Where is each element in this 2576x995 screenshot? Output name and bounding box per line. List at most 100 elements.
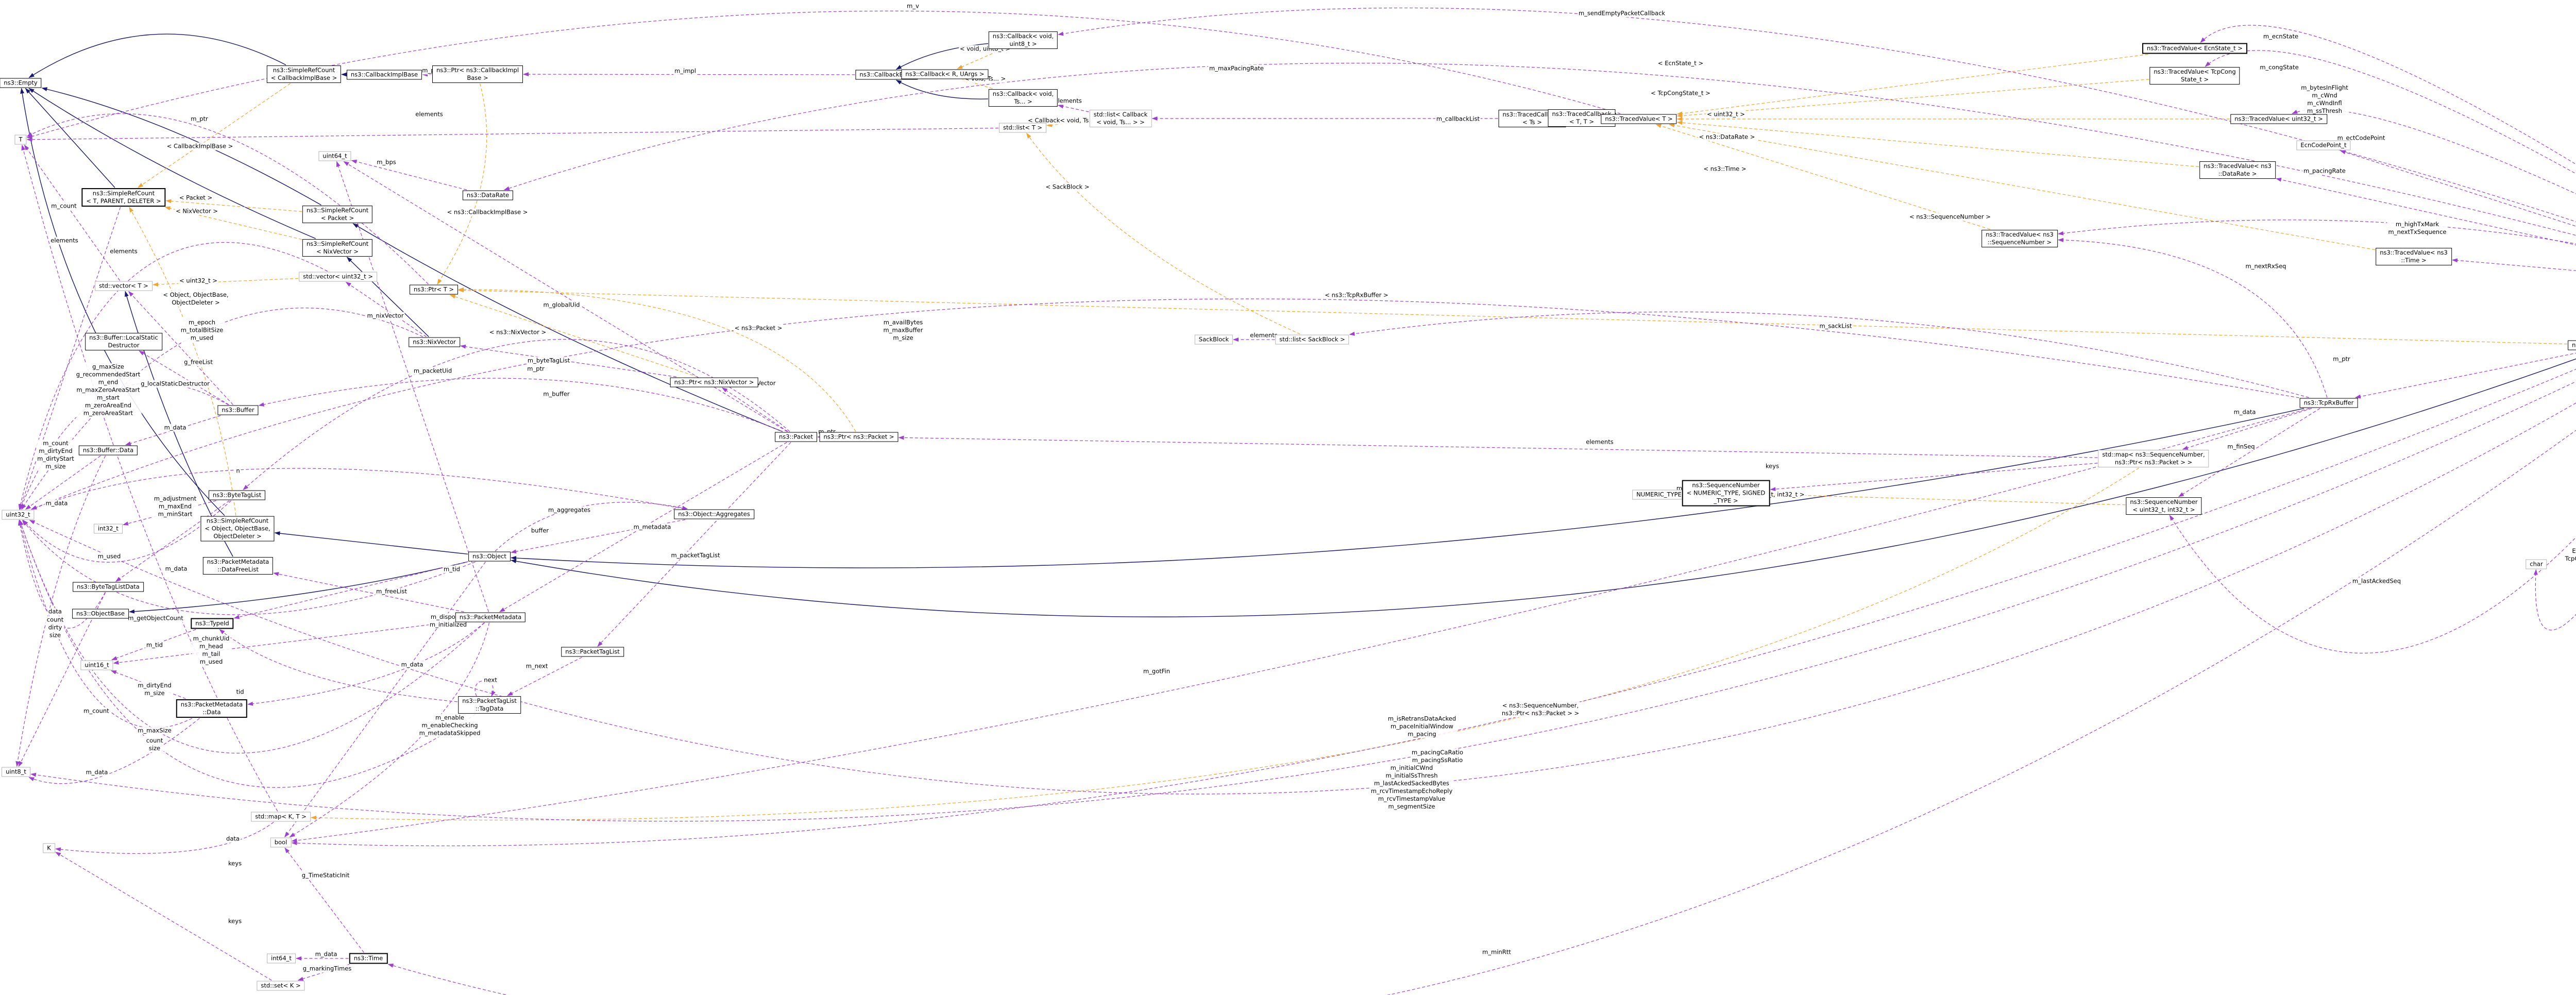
node-typeid[interactable]: ns3::TypeId — [191, 618, 234, 629]
node-callback-void-uint8[interactable]: ns3::Callback< void, uint8_t > — [988, 31, 1058, 49]
edge-label-time-stdset-k: g_markingTimes — [301, 965, 353, 973]
edge-stdlist-callback-to-callback-void-ts — [1058, 104, 1089, 112]
node-char-node: char — [2526, 559, 2547, 569]
node-time[interactable]: ns3::Time — [349, 953, 388, 964]
edge-ptr-nixvector-to-ptr-t — [449, 294, 698, 378]
edge-bytetaglist-to-uint32 — [23, 500, 232, 563]
node-seqnum-generic[interactable]: ns3::SequenceNumber < NUMERIC_TYPE, SIGN… — [1682, 480, 1770, 507]
edge-stdvector-t-to-t-node — [24, 144, 121, 281]
node-tracedvalue-t[interactable]: ns3::TracedValue< T > — [1601, 114, 1677, 124]
edge-tcpsocketstate-to-ecncodepoint — [2340, 150, 2576, 227]
node-tracedvalue-tcpcongstate[interactable]: ns3::TracedValue< TcpCong State_t > — [2149, 67, 2240, 85]
edge-ptr-packet-to-ptr-t — [458, 287, 856, 432]
node-tracedvalue-time[interactable]: ns3::TracedValue< ns3 ::Time > — [2376, 248, 2452, 265]
node-empty[interactable]: ns3::Empty — [0, 78, 42, 88]
edge-label-tcpsocketstate-uint8: m_pacingCaRatio m_pacingSsRatio — [1410, 749, 1465, 764]
edge-packetmetadata-data-to-uint16 — [110, 670, 186, 699]
node-simplerefcount-callbackimplbase[interactable]: ns3::SimpleRefCount < CallbackImplBase > — [266, 65, 342, 83]
node-buffer[interactable]: ns3::Buffer — [217, 405, 259, 415]
edge-stdset-k-to-k-node — [55, 852, 272, 981]
edge-typeid-to-uint16 — [111, 629, 196, 661]
edge-label-ptr-tcprxbuffer-ptr-t: < ns3::TcpRxBuffer > — [1324, 291, 1389, 299]
node-callback-void-ts[interactable]: ns3::Callback< void, Ts... > — [988, 89, 1058, 107]
node-datarate[interactable]: ns3::DataRate — [462, 190, 514, 200]
node-ptr-packet[interactable]: ns3::Ptr< ns3::Packet > — [819, 432, 899, 442]
edge-nixvector-to-stdvector-uint32 — [345, 281, 427, 337]
edge-packetmetadata-to-uint16 — [113, 621, 455, 665]
edge-seqnum-uint32-to-seqnum-generic — [1770, 492, 2126, 505]
edge-tcpsocketstate-to-callback-void-uint8 — [1058, 7, 2576, 222]
node-ptr-nixvector[interactable]: ns3::Ptr< ns3::NixVector > — [670, 377, 758, 387]
edge-label-tcprxbuffer-stdmap-seqnum: m_data — [2232, 408, 2257, 416]
edge-label-simplerefcount-generic-uint32: m_count — [50, 202, 78, 210]
node-object[interactable]: ns3::Object — [468, 551, 511, 562]
edge-label-packetmetadata-data-uint32: m_count — [82, 707, 110, 715]
node-tracedvalue-datarate[interactable]: ns3::TracedValue< ns3 ::DataRate > — [2199, 161, 2276, 179]
node-simplerefcount-packet[interactable]: ns3::SimpleRefCount < Packet > — [302, 206, 373, 223]
edge-packet-to-ptr-nixvector — [721, 387, 788, 432]
edge-tcpsocketstate-to-object — [511, 358, 2576, 617]
edge-label-simplerefcount-object-simplerefcount-generic: < Object, ObjectBase, ObjectDeleter > — [162, 291, 230, 307]
node-buffer-data[interactable]: ns3::Buffer::Data — [78, 445, 138, 456]
node-packettaglist[interactable]: ns3::PacketTagList — [561, 647, 624, 657]
node-packet[interactable]: ns3::Packet — [775, 432, 817, 442]
node-callback-r-uargs[interactable]: ns3::Callback< R, UArgs > — [901, 69, 989, 79]
edge-callback-void-ts-to-callbackbase — [895, 79, 989, 99]
edge-label-stdset-k-k-node: keys — [227, 917, 243, 925]
node-object-aggregates[interactable]: ns3::Object::Aggregates — [674, 509, 754, 519]
edge-label-tagdata-tagdata: next — [483, 676, 498, 684]
edge-object-to-bool — [284, 562, 486, 838]
node-simplerefcount-object[interactable]: ns3::SimpleRefCount < Object, ObjectBase… — [200, 516, 275, 542]
node-buffer-localstatic[interactable]: ns3::Buffer::LocalStatic Destructor — [85, 333, 162, 350]
edge-label-tcpsocketstate-time: m_minRtt — [1481, 948, 1512, 956]
node-objectbase[interactable]: ns3::ObjectBase — [72, 609, 129, 619]
node-tracedvalue-seqnum[interactable]: ns3::TracedValue< ns3 ::SequenceNumber > — [1981, 230, 2058, 247]
edge-packettaglist-to-tagdata — [507, 656, 582, 696]
edge-label-tcprxbuffer-tracedvalue-seqnum: m_nextRxSeq — [2244, 262, 2287, 271]
node-ptr-callbackimplbase[interactable]: ns3::Ptr< ns3::CallbackImpl Base > — [432, 65, 523, 83]
node-datafreelist[interactable]: ns3::PacketMetadata ::DataFreeList — [202, 557, 274, 575]
node-int64: int64_t — [267, 953, 296, 964]
node-stdlist-sackblock: std::list< SackBlock > — [1275, 334, 1349, 345]
node-tcprxbuffer[interactable]: ns3::TcpRxBuffer — [2299, 398, 2358, 408]
edge-tcpsocketstate-to-time — [387, 430, 2576, 995]
edge-label-typeid-uint16: m_tid — [145, 641, 164, 649]
node-seqnum-uint32[interactable]: ns3::SequenceNumber < uint32_t, int32_t … — [2126, 497, 2202, 515]
node-packetmetadata-data[interactable]: ns3::PacketMetadata ::Data — [176, 699, 248, 718]
edge-packet-to-uint64 — [343, 161, 788, 432]
node-tagdata[interactable]: ns3::PacketTagList ::TagData — [458, 696, 521, 714]
edge-object-aggregates-to-uint32 — [31, 468, 685, 510]
edge-simplerefcount-object-to-simplerefcount-generic — [129, 207, 236, 516]
edge-label-tcprxbuffer-seqnum-uint32: m_finSeq — [2226, 443, 2256, 451]
edge-label-tcprxbuffer-stdlist-sackblock: m_sackList — [1818, 322, 1853, 330]
edge-datarate-to-uint64 — [351, 159, 467, 191]
edge-ptr-tcprxbuffer-to-tcprxbuffer — [2355, 352, 2576, 399]
node-simplerefcount-generic[interactable]: ns3::SimpleRefCount < T, PARENT, DELETER… — [81, 188, 166, 207]
edge-label-tracedvalue-ecnstate-tracedvalue-t: < EcnState_t > — [1656, 59, 1705, 68]
node-nixvector[interactable]: ns3::NixVector — [409, 337, 460, 347]
edge-label-tcpsocketstate-ecncodepoint: m_ectCodePoint — [2336, 134, 2386, 142]
edge-label-tracedvalue-seqnum-tracedvalue-t: < ns3::SequenceNumber > — [1908, 213, 1992, 221]
node-bytetaglistdata[interactable]: ns3::ByteTagListData — [73, 582, 144, 592]
edge-label-tcpsocketstate-uint32: m_initialCWnd m_initialSsThresh m_lastAc… — [1369, 764, 1454, 811]
node-tracedvalue-ecnstate[interactable]: ns3::TracedValue< EcnState_t > — [2142, 43, 2247, 54]
edge-label-bytetaglist-uint32: m_used — [96, 552, 122, 561]
node-stdlist-t: std::list< T > — [998, 123, 1047, 133]
edge-object-to-simplerefcount-object — [274, 531, 468, 555]
edge-label-tcpsocketstate-char-node: EcnStateName TcpCongStateName — [2564, 547, 2576, 563]
edge-label-simplerefcount-packet-simplerefcount-generic: < Packet > — [178, 194, 214, 202]
edge-label-ptr-tcprxbuffer-tcprxbuffer: m_ptr — [2332, 355, 2351, 363]
edge-label-tcpsocketstate-tracedvalue-tcpcongstate: m_congState — [2259, 63, 2300, 72]
node-bytetaglist[interactable]: ns3::ByteTagList — [208, 490, 266, 500]
node-simplerefcount-nixvector[interactable]: ns3::SimpleRefCount < NixVector > — [302, 239, 373, 257]
node-callbackimplbase[interactable]: ns3::CallbackImplBase — [346, 70, 422, 80]
node-ptr-tcprxbuffer[interactable]: ns3::Ptr< ns3::TcpRxBuffer > — [2568, 340, 2576, 350]
node-ptr-t[interactable]: ns3::Ptr< T > — [409, 284, 459, 295]
edge-time-to-bool — [284, 847, 364, 953]
node-tracedvalue-uint32[interactable]: ns3::TracedValue< uint32_t > — [2230, 114, 2327, 124]
edge-simplerefcount-packet-to-simplerefcount-generic — [165, 199, 302, 212]
node-uint32: uint32_t — [2, 510, 35, 520]
edge-tcpsocketstate-to-uint32 — [29, 402, 2576, 795]
node-packetmetadata[interactable]: ns3::PacketMetadata — [455, 612, 526, 622]
